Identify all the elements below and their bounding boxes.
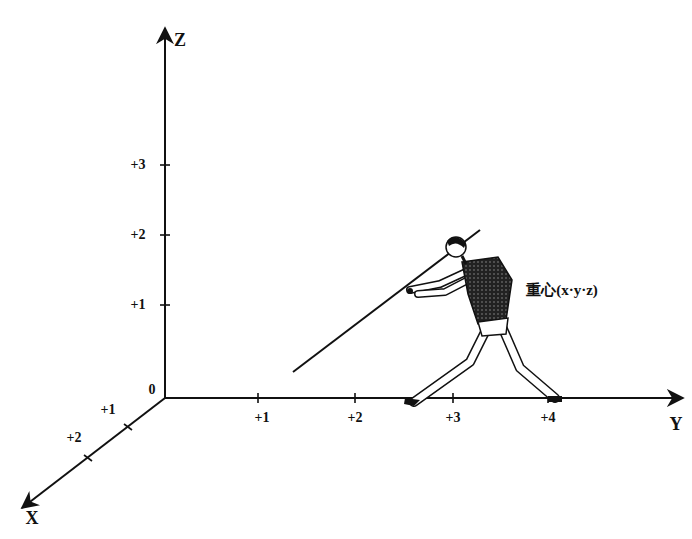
tick-label: +3: [446, 411, 461, 425]
axis-name: Y: [670, 415, 683, 433]
tick-label: +1: [255, 411, 270, 425]
tick-label: +2: [67, 431, 82, 445]
torso: [462, 257, 512, 324]
shorts: [478, 318, 508, 336]
tick-marks: [84, 165, 548, 461]
x-axis: [22, 398, 165, 508]
axis-name: Z: [174, 31, 186, 49]
center-of-gravity-label: 重心(x·y·z): [526, 283, 598, 298]
z-axis: [164, 28, 166, 398]
axes: [22, 28, 683, 508]
origin-label: 0: [149, 383, 156, 397]
tick-label: +1: [131, 298, 146, 312]
javelin-thrower: [293, 230, 562, 406]
tick-label: +2: [348, 411, 363, 425]
tick-label: +3: [131, 158, 146, 172]
javelin: [293, 230, 480, 372]
tick-label: +1: [101, 403, 116, 417]
tick-label: +4: [541, 411, 556, 425]
tick-label: +2: [131, 228, 146, 242]
head: [446, 237, 466, 257]
axis-name: X: [26, 509, 39, 527]
